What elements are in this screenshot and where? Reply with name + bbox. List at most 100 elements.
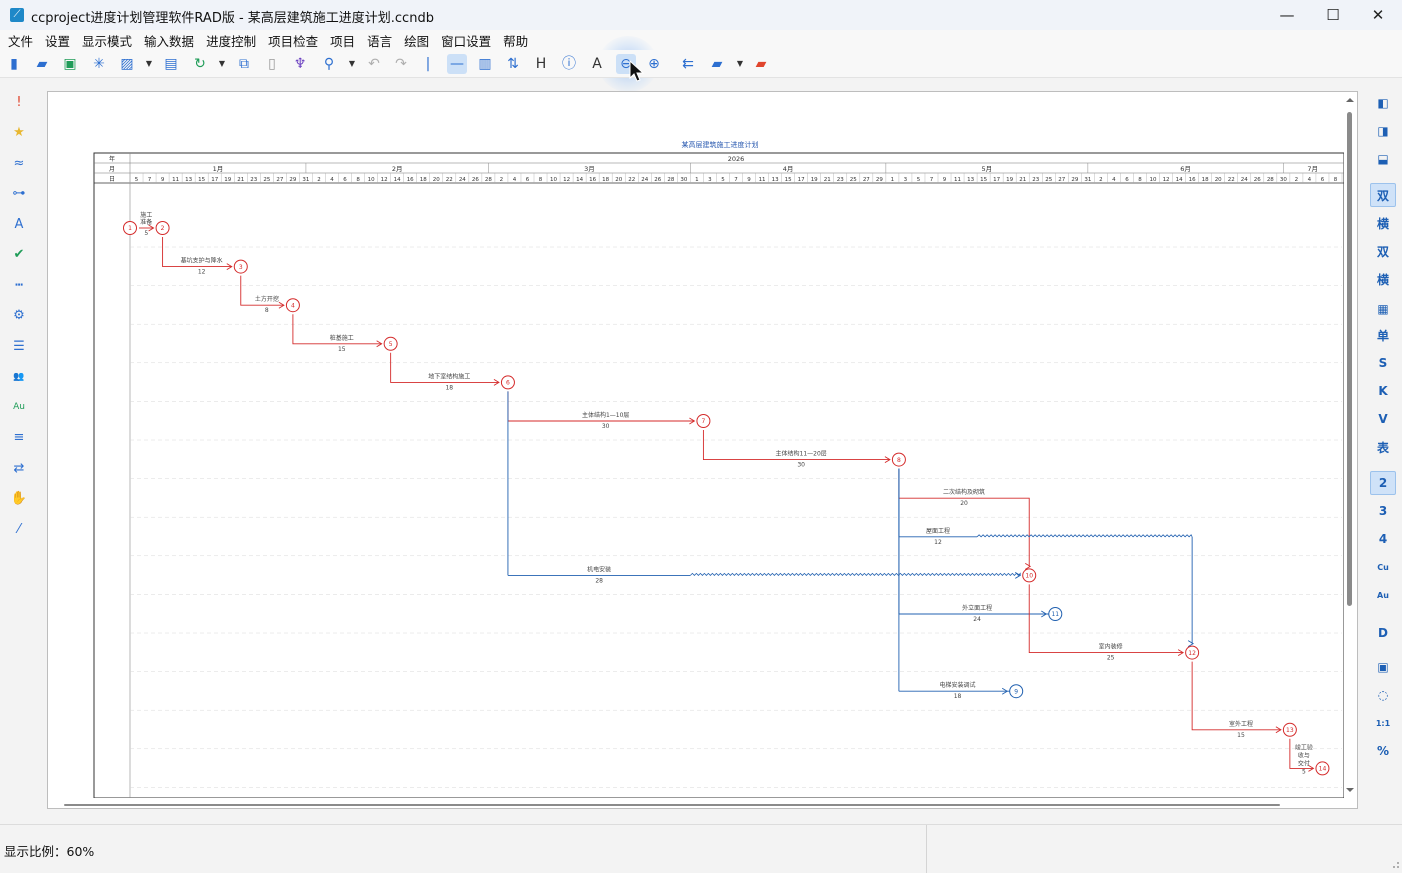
level-3-button[interactable]: 3: [1378, 504, 1388, 518]
folder-dropdown-icon[interactable]: ▼: [736, 59, 744, 68]
horizontal-plus-button[interactable]: 横: [1376, 272, 1389, 287]
info-icon[interactable]: ⓘ: [562, 56, 576, 72]
filter-lines-icon[interactable]: ≡: [13, 430, 25, 445]
cu-button[interactable]: Cu: [1377, 562, 1389, 572]
menu-4[interactable]: 进度控制: [206, 33, 257, 49]
horizontal-line-icon[interactable]: —: [447, 54, 467, 74]
panel-right-icon[interactable]: ◨: [1377, 124, 1389, 138]
save-icon[interactable]: ▣: [63, 56, 77, 72]
font-size-icon[interactable]: A: [14, 216, 24, 232]
panel-left-icon[interactable]: ◧: [1377, 96, 1389, 110]
open-icon[interactable]: ▰: [36, 56, 48, 72]
menu-8[interactable]: 绘图: [404, 33, 430, 49]
day-label: 18: [1202, 177, 1209, 183]
text-style-icon[interactable]: A: [592, 56, 602, 72]
zoom-in-icon[interactable]: ⊕: [648, 56, 660, 72]
vertical-scroll-thumb[interactable]: [1347, 112, 1352, 606]
d-button[interactable]: D: [1378, 626, 1388, 640]
undo-icon[interactable]: ↶: [368, 56, 380, 72]
menu-9[interactable]: 窗口设置: [441, 33, 492, 49]
menu-1[interactable]: 设置: [45, 33, 71, 49]
table-icon[interactable]: ▦: [1377, 302, 1389, 316]
level-4-button[interactable]: 4: [1378, 532, 1388, 546]
single-code-button[interactable]: 单: [1376, 328, 1389, 343]
check-icon[interactable]: ✔: [13, 247, 25, 262]
day-label: 14: [394, 177, 401, 183]
wand-icon[interactable]: ⁄: [17, 521, 21, 537]
day-label: 10: [550, 177, 557, 183]
image-export-icon[interactable]: ▨: [120, 56, 134, 72]
link-icon[interactable]: ⊶: [12, 186, 26, 201]
image-export-dropdown-icon[interactable]: ▼: [145, 59, 153, 68]
horizontal-scrollbar[interactable]: [48, 798, 1344, 810]
ratio-button[interactable]: 1:1: [1375, 718, 1391, 728]
activity-name-0: 施工: [140, 211, 152, 219]
vertical-scrollbar[interactable]: [1344, 96, 1356, 798]
day-label: 18: [420, 177, 427, 183]
h-text-icon[interactable]: H: [535, 56, 547, 72]
comment-icon[interactable]: ◌: [1377, 688, 1389, 702]
red-folder-icon[interactable]: ▰: [755, 56, 767, 72]
day-label: 26: [472, 177, 479, 183]
format-brush-icon[interactable]: ♆: [293, 56, 307, 72]
au-icon[interactable]: Au: [13, 402, 25, 412]
double-code-plus-button[interactable]: 双: [1376, 244, 1389, 259]
node-circle-4: [285, 298, 300, 313]
panel-bottom-icon[interactable]: ⬓: [1377, 152, 1389, 166]
level-2-button[interactable]: 2: [1370, 471, 1396, 495]
percent-button[interactable]: %: [1376, 744, 1390, 758]
folder-icon[interactable]: ▰: [711, 56, 723, 72]
maximize-icon[interactable]: ☐: [1326, 6, 1340, 24]
activity-line-13: [1191, 661, 1281, 731]
columns-icon[interactable]: ▥: [478, 56, 492, 72]
activity-name-4: 地下室结构施工: [428, 372, 470, 380]
print-icon[interactable]: ▤: [164, 56, 178, 72]
gear-icon[interactable]: ⚙: [13, 308, 25, 323]
k-button[interactable]: K: [1378, 384, 1388, 398]
double-code-button[interactable]: 双: [1370, 183, 1396, 207]
minimize-icon[interactable]: —: [1279, 6, 1295, 24]
menu-7[interactable]: 语言: [367, 33, 393, 49]
day-label: 23: [250, 177, 257, 183]
day-label: 21: [824, 177, 831, 183]
hand-icon[interactable]: ✋: [10, 491, 28, 506]
menu-3[interactable]: 输入数据: [144, 33, 195, 49]
alert-icon[interactable]: !: [16, 94, 22, 110]
calendar-icon[interactable]: ▣: [1377, 660, 1389, 674]
menu-10[interactable]: 帮助: [503, 33, 529, 49]
table-button[interactable]: 表: [1376, 440, 1389, 455]
star-icon[interactable]: ★: [13, 125, 25, 140]
new-icon[interactable]: ▮: [10, 56, 18, 72]
users-icon[interactable]: 👥: [13, 371, 25, 382]
sort-icon[interactable]: ⇅: [507, 56, 519, 72]
refresh-icon[interactable]: ↻: [194, 56, 206, 72]
dots-icon[interactable]: ┅: [15, 277, 23, 293]
horizontal-bar-button[interactable]: 横: [1376, 216, 1389, 231]
menu-5[interactable]: 项目检查: [268, 33, 319, 49]
v-button[interactable]: V: [1378, 412, 1388, 426]
s-curve-button[interactable]: S: [1378, 356, 1388, 370]
paste-icon[interactable]: ▯: [268, 56, 276, 72]
vertical-line-icon[interactable]: |: [425, 56, 431, 72]
menu-6[interactable]: 项目: [330, 33, 356, 49]
node-label-1: 1: [128, 225, 132, 232]
close-icon[interactable]: ✕: [1371, 6, 1385, 24]
horizontal-scroll-thumb[interactable]: [64, 804, 1280, 806]
resize-grip-icon[interactable]: [1390, 861, 1400, 871]
refresh-dropdown-icon[interactable]: ▼: [218, 59, 226, 68]
menu-2[interactable]: 显示模式: [82, 33, 133, 49]
redo-icon[interactable]: ↷: [395, 56, 407, 72]
asterisk-icon[interactable]: ✳: [93, 56, 105, 72]
list-sort-icon[interactable]: ☰: [13, 338, 25, 354]
au-button[interactable]: Au: [1377, 590, 1389, 600]
wave-icon[interactable]: ≈: [13, 155, 25, 171]
swap-icon[interactable]: ⇄: [13, 460, 25, 476]
back-link-icon[interactable]: ⇇: [682, 56, 694, 72]
chart-app-icon: ⟋: [10, 8, 24, 22]
menu-0[interactable]: 文件: [8, 33, 34, 49]
search-icon[interactable]: ⚲: [323, 56, 335, 72]
copy-icon[interactable]: ⧉: [239, 56, 249, 72]
activity-line-1: [162, 237, 232, 268]
search-dropdown-icon[interactable]: ▼: [348, 59, 356, 68]
